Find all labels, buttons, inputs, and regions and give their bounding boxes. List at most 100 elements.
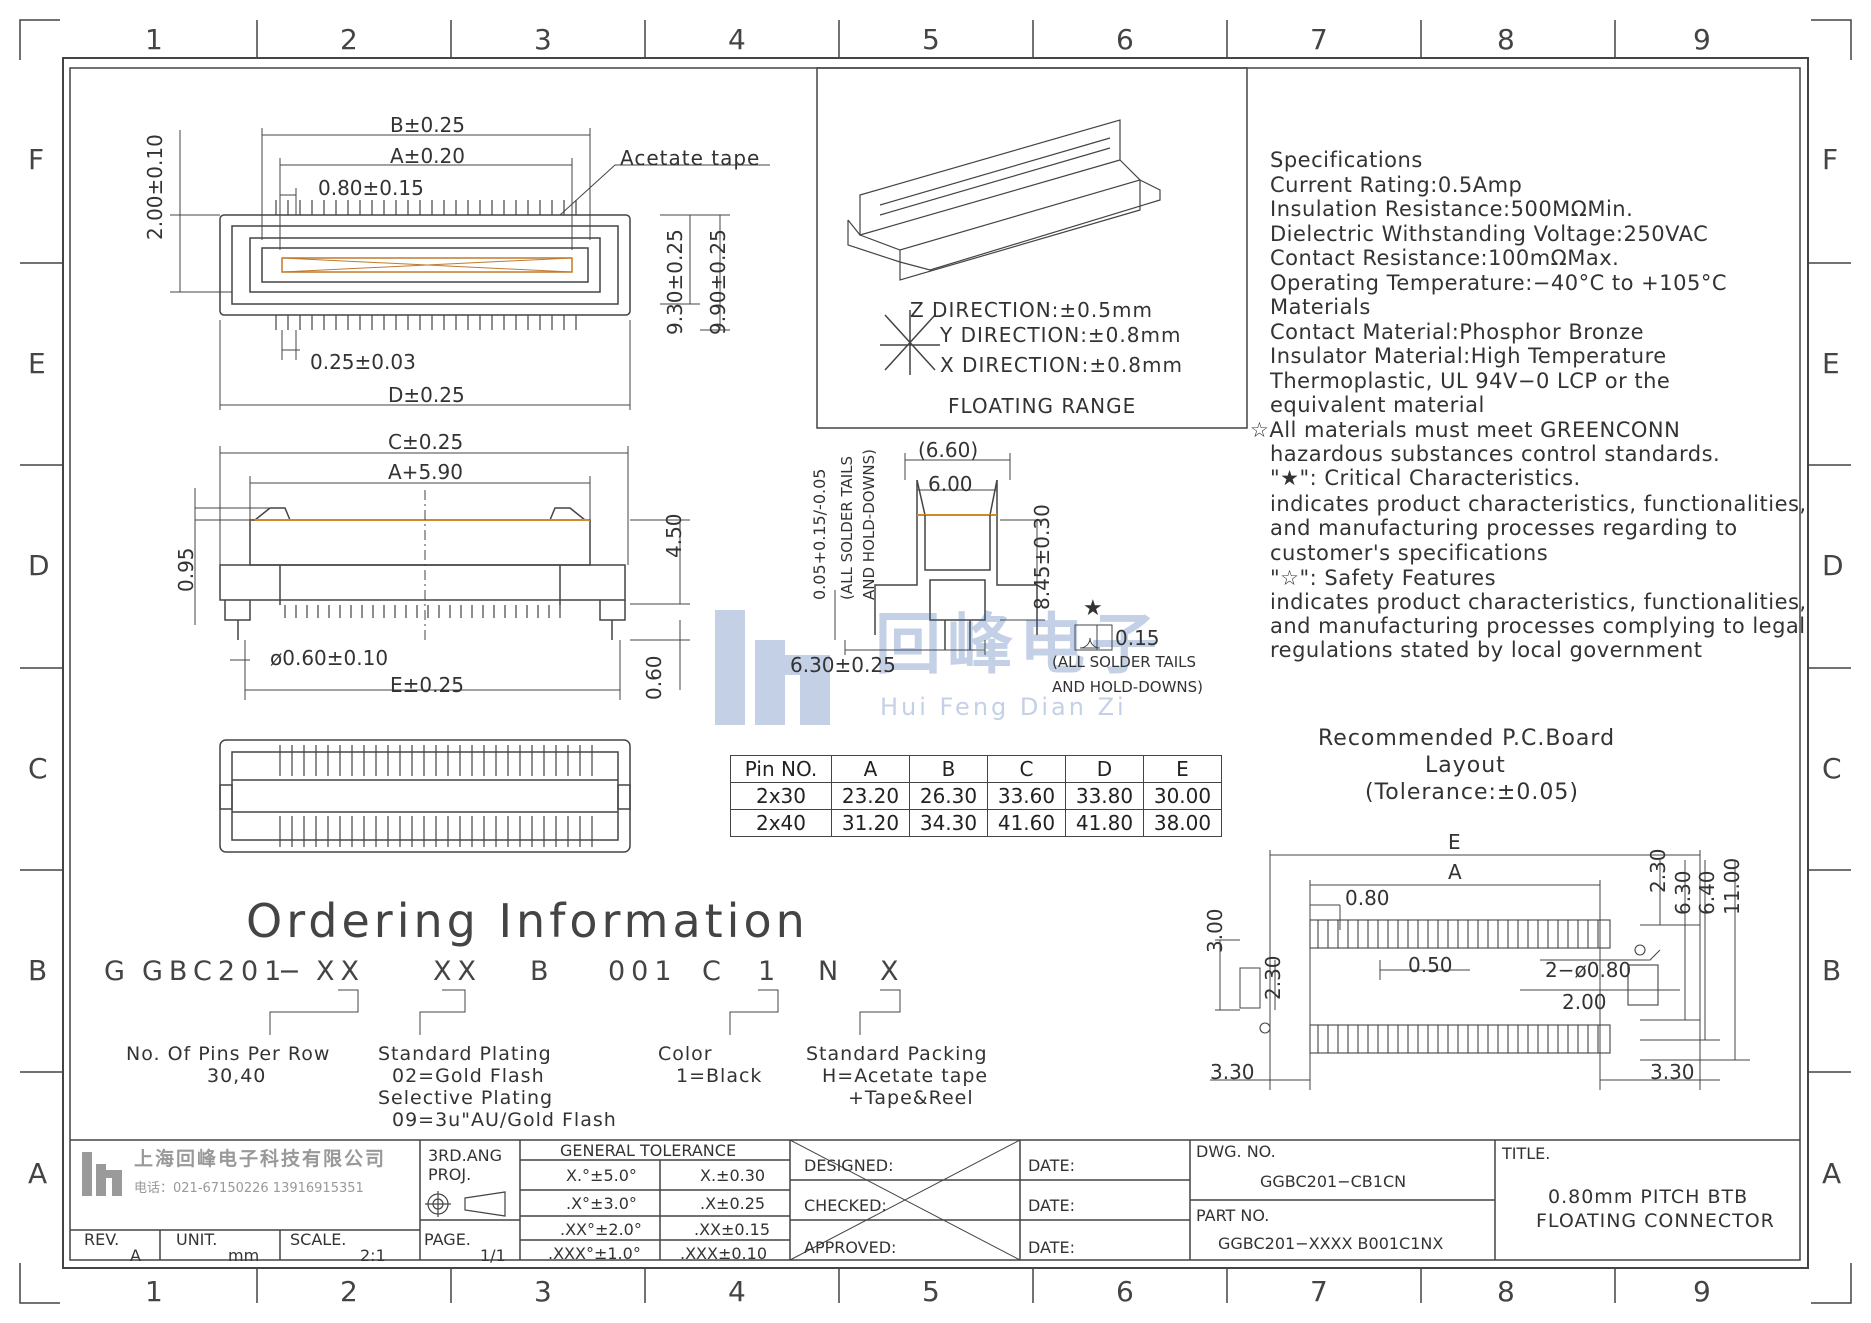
row-a-left: A: [28, 1157, 48, 1190]
watermark-logo: 回峰电子 Hui Feng Dian Zi: [710, 600, 1190, 734]
order-label-plating: Selective Plating: [378, 1087, 554, 1109]
page-value: 1/1: [480, 1246, 506, 1265]
row-c-left: C: [28, 752, 48, 785]
order-label-color: Color: [658, 1043, 713, 1065]
order-code-part: G: [104, 956, 131, 987]
table-row: 2x40 31.20 34.30 41.60 41.80 38.00: [730, 809, 1222, 837]
tails-label-1: (ALL SOLDER TAILS: [838, 455, 856, 600]
order-code-part: GBC201: [142, 956, 288, 987]
tolerance-linear: .X±0.25: [700, 1194, 766, 1213]
dim-width-630: 6.30±0.25: [790, 653, 896, 677]
table-cell: 26.30: [909, 782, 988, 810]
tolerance-header: GENERAL TOLERANCE: [560, 1141, 737, 1160]
spec-line: regulations stated by local government: [1270, 638, 1703, 662]
table-cell: 38.00: [1143, 809, 1222, 837]
floating-z: Z DIRECTION:±0.5mm: [910, 298, 1153, 322]
col-9-top: 9: [1693, 23, 1711, 56]
spec-line: ☆All materials must meet GREENCONN: [1250, 418, 1681, 442]
col-6-top: 6: [1116, 23, 1134, 56]
dim-peg: ø0.60±0.10: [270, 646, 389, 670]
title-label: TITLE.: [1502, 1144, 1551, 1163]
col-5-bottom: 5: [922, 1275, 940, 1308]
date-label: DATE:: [1028, 1196, 1076, 1215]
tolerance-angle: .XXX°±1.0°: [548, 1244, 641, 1263]
date-label: DATE:: [1028, 1156, 1076, 1175]
projection-label: 3RD.ANG: [428, 1146, 503, 1165]
dim-outer-660: (6.60): [918, 438, 979, 462]
pcb-dim-pitch: 0.80: [1345, 886, 1390, 910]
spec-line: Insulator Material:High Temperature: [1270, 344, 1667, 368]
order-code-part: 1: [758, 956, 782, 987]
spec-line: Materials: [1270, 295, 1371, 319]
row-e-left: E: [28, 347, 46, 380]
order-label-pins: 30,40: [207, 1065, 267, 1087]
order-code-part: −: [278, 956, 307, 987]
pcb-dim-200: 2.00: [1562, 990, 1607, 1014]
col-7-top: 7: [1310, 23, 1328, 56]
col-3-bottom: 3: [534, 1275, 552, 1308]
flat-note-1: (ALL SOLDER TAILS: [1052, 653, 1197, 671]
table-header: Pin NO.: [730, 755, 832, 783]
dim-pin-width: 0.25±0.03: [310, 350, 416, 374]
floating-y: Y DIRECTION:±0.8mm: [940, 323, 1182, 347]
spec-line: Dielectric Withstanding Voltage:250VAC: [1270, 222, 1709, 246]
dim-d: D±0.25: [388, 383, 465, 407]
order-code-part: XX: [433, 956, 482, 987]
approved-label: APPROVED:: [804, 1238, 897, 1257]
part-no: GGBC201−XXXX B001C1NX: [1218, 1234, 1444, 1253]
tolerance-angle: X.°±5.0°: [566, 1166, 637, 1185]
pcb-dim-230b: 2.30: [1261, 955, 1285, 1000]
table-header: E: [1143, 755, 1222, 783]
spec-line: Contact Material:Phosphor Bronze: [1270, 320, 1645, 344]
order-code-part: N: [818, 956, 845, 987]
order-label-pins: No. Of Pins Per Row: [126, 1043, 331, 1065]
dim-height-450: 4.50: [662, 513, 686, 558]
col-6-bottom: 6: [1116, 1275, 1134, 1308]
order-label-packing: Standard Packing: [806, 1043, 988, 1065]
pcb-dim-left-330: 3.30: [1210, 1060, 1255, 1084]
spec-line: hazardous substances control standards.: [1270, 442, 1721, 466]
pcb-dim-a: A: [1448, 860, 1462, 884]
row-b-right: B: [1822, 954, 1842, 987]
order-label-plating: Standard Plating: [378, 1043, 552, 1065]
pcb-title-3: (Tolerance:±0.05): [1365, 780, 1579, 805]
col-4-bottom: 4: [728, 1275, 746, 1308]
watermark-cn: 回峰电子: [875, 606, 1163, 683]
drawing-title-1: 0.80mm PITCH BTB: [1548, 1186, 1749, 1208]
table-row: 2x30 23.20 26.30 33.60 33.80 30.00: [730, 782, 1222, 810]
spec-line: and manufacturing processes complying to…: [1270, 614, 1806, 638]
ordering-title: Ordering Information: [246, 894, 809, 948]
row-a-right: A: [1822, 1157, 1842, 1190]
col-8-bottom: 8: [1497, 1275, 1515, 1308]
spec-line: Contact Resistance:100mΩMax.: [1270, 246, 1620, 270]
rev-value: A: [130, 1246, 141, 1265]
col-1-bottom: 1: [145, 1275, 163, 1308]
col-2-top: 2: [340, 23, 358, 56]
spec-line: "★": Critical Characteristics.: [1270, 466, 1581, 490]
order-code-part: B: [530, 956, 555, 987]
pcb-dim-1100: 11.00: [1720, 857, 1744, 915]
dim-tail-060: 0.60: [642, 655, 666, 700]
dim-a-plus: A+5.90: [388, 460, 463, 484]
spec-line: Specifications: [1270, 148, 1423, 172]
pcb-dim-right-330: 3.30: [1650, 1060, 1695, 1084]
tolerance-angle: .XX°±2.0°: [560, 1220, 642, 1239]
row-f-left: F: [28, 143, 45, 176]
dim-a: A±0.20: [390, 144, 465, 168]
unit-label: UNIT.: [176, 1230, 218, 1249]
col-2-bottom: 2: [340, 1275, 358, 1308]
col-3-top: 3: [534, 23, 552, 56]
pcb-dim-640: 6.40: [1695, 870, 1719, 915]
spec-line: Current Rating:0.5Amp: [1270, 173, 1523, 197]
scale-label: SCALE.: [290, 1230, 347, 1249]
table-cell: 2x30: [730, 782, 832, 810]
table-cell: 33.80: [1065, 782, 1144, 810]
pcb-dim-e: E: [1448, 830, 1461, 854]
col-9-bottom: 9: [1693, 1275, 1711, 1308]
col-4-top: 4: [728, 23, 746, 56]
order-label-plating: 02=Gold Flash: [392, 1065, 545, 1087]
row-f-right: F: [1822, 143, 1839, 176]
dim-coplanar: 0.05+0.15/-0.05: [810, 468, 829, 600]
tolerance-linear: .XX±0.15: [694, 1220, 771, 1239]
flat-note-2: AND HOLD-DOWNS): [1052, 678, 1203, 696]
